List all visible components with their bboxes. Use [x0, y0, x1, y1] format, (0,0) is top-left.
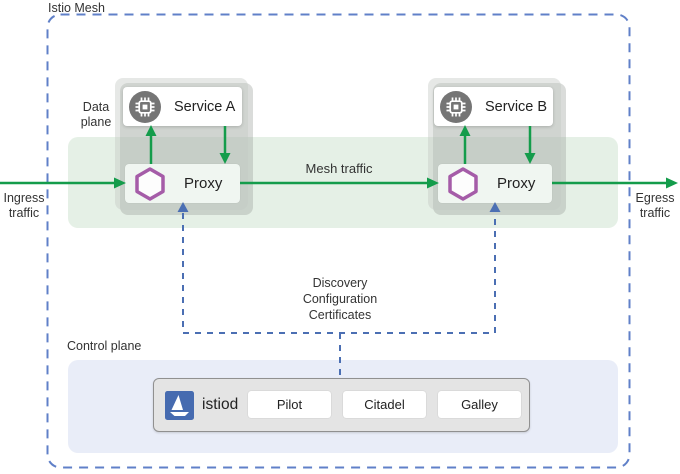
service-chip-icon — [440, 90, 472, 123]
proxy-hexagon-icon — [135, 166, 165, 201]
proxy-a-node: Proxy — [125, 164, 240, 203]
pilot-component: Pilot — [248, 391, 331, 418]
proxy-a-label: Proxy — [184, 175, 223, 192]
mesh-boundary-rect — [46, 13, 631, 469]
mesh-traffic-label: Mesh traffic — [305, 161, 373, 176]
egress-traffic-label: Egress traffic — [635, 191, 675, 220]
service-a-label: Service A — [174, 98, 236, 115]
service-a-node: Service A — [123, 87, 242, 126]
control-plane-label: Control plane — [67, 339, 142, 353]
service-chip-icon — [129, 90, 161, 123]
proxy-b-label: Proxy — [497, 175, 536, 192]
proxy-hexagon-icon — [448, 166, 478, 201]
data-plane-label: Data plane — [80, 100, 112, 129]
istiod-box — [153, 378, 530, 432]
galley-component: Galley — [438, 391, 521, 418]
service-b-node: Service B — [434, 87, 553, 126]
istio-sailboat-logo-icon — [165, 391, 194, 420]
mesh-title: Istio Mesh — [48, 1, 105, 15]
connector-label: Discovery Configuration Certificates — [302, 276, 378, 322]
ingress-traffic-label: Ingress traffic — [3, 191, 45, 220]
service-b-label: Service B — [485, 98, 548, 115]
citadel-component: Citadel — [343, 391, 426, 418]
istiod-label: istiod — [202, 396, 239, 413]
proxy-b-node: Proxy — [438, 164, 552, 203]
